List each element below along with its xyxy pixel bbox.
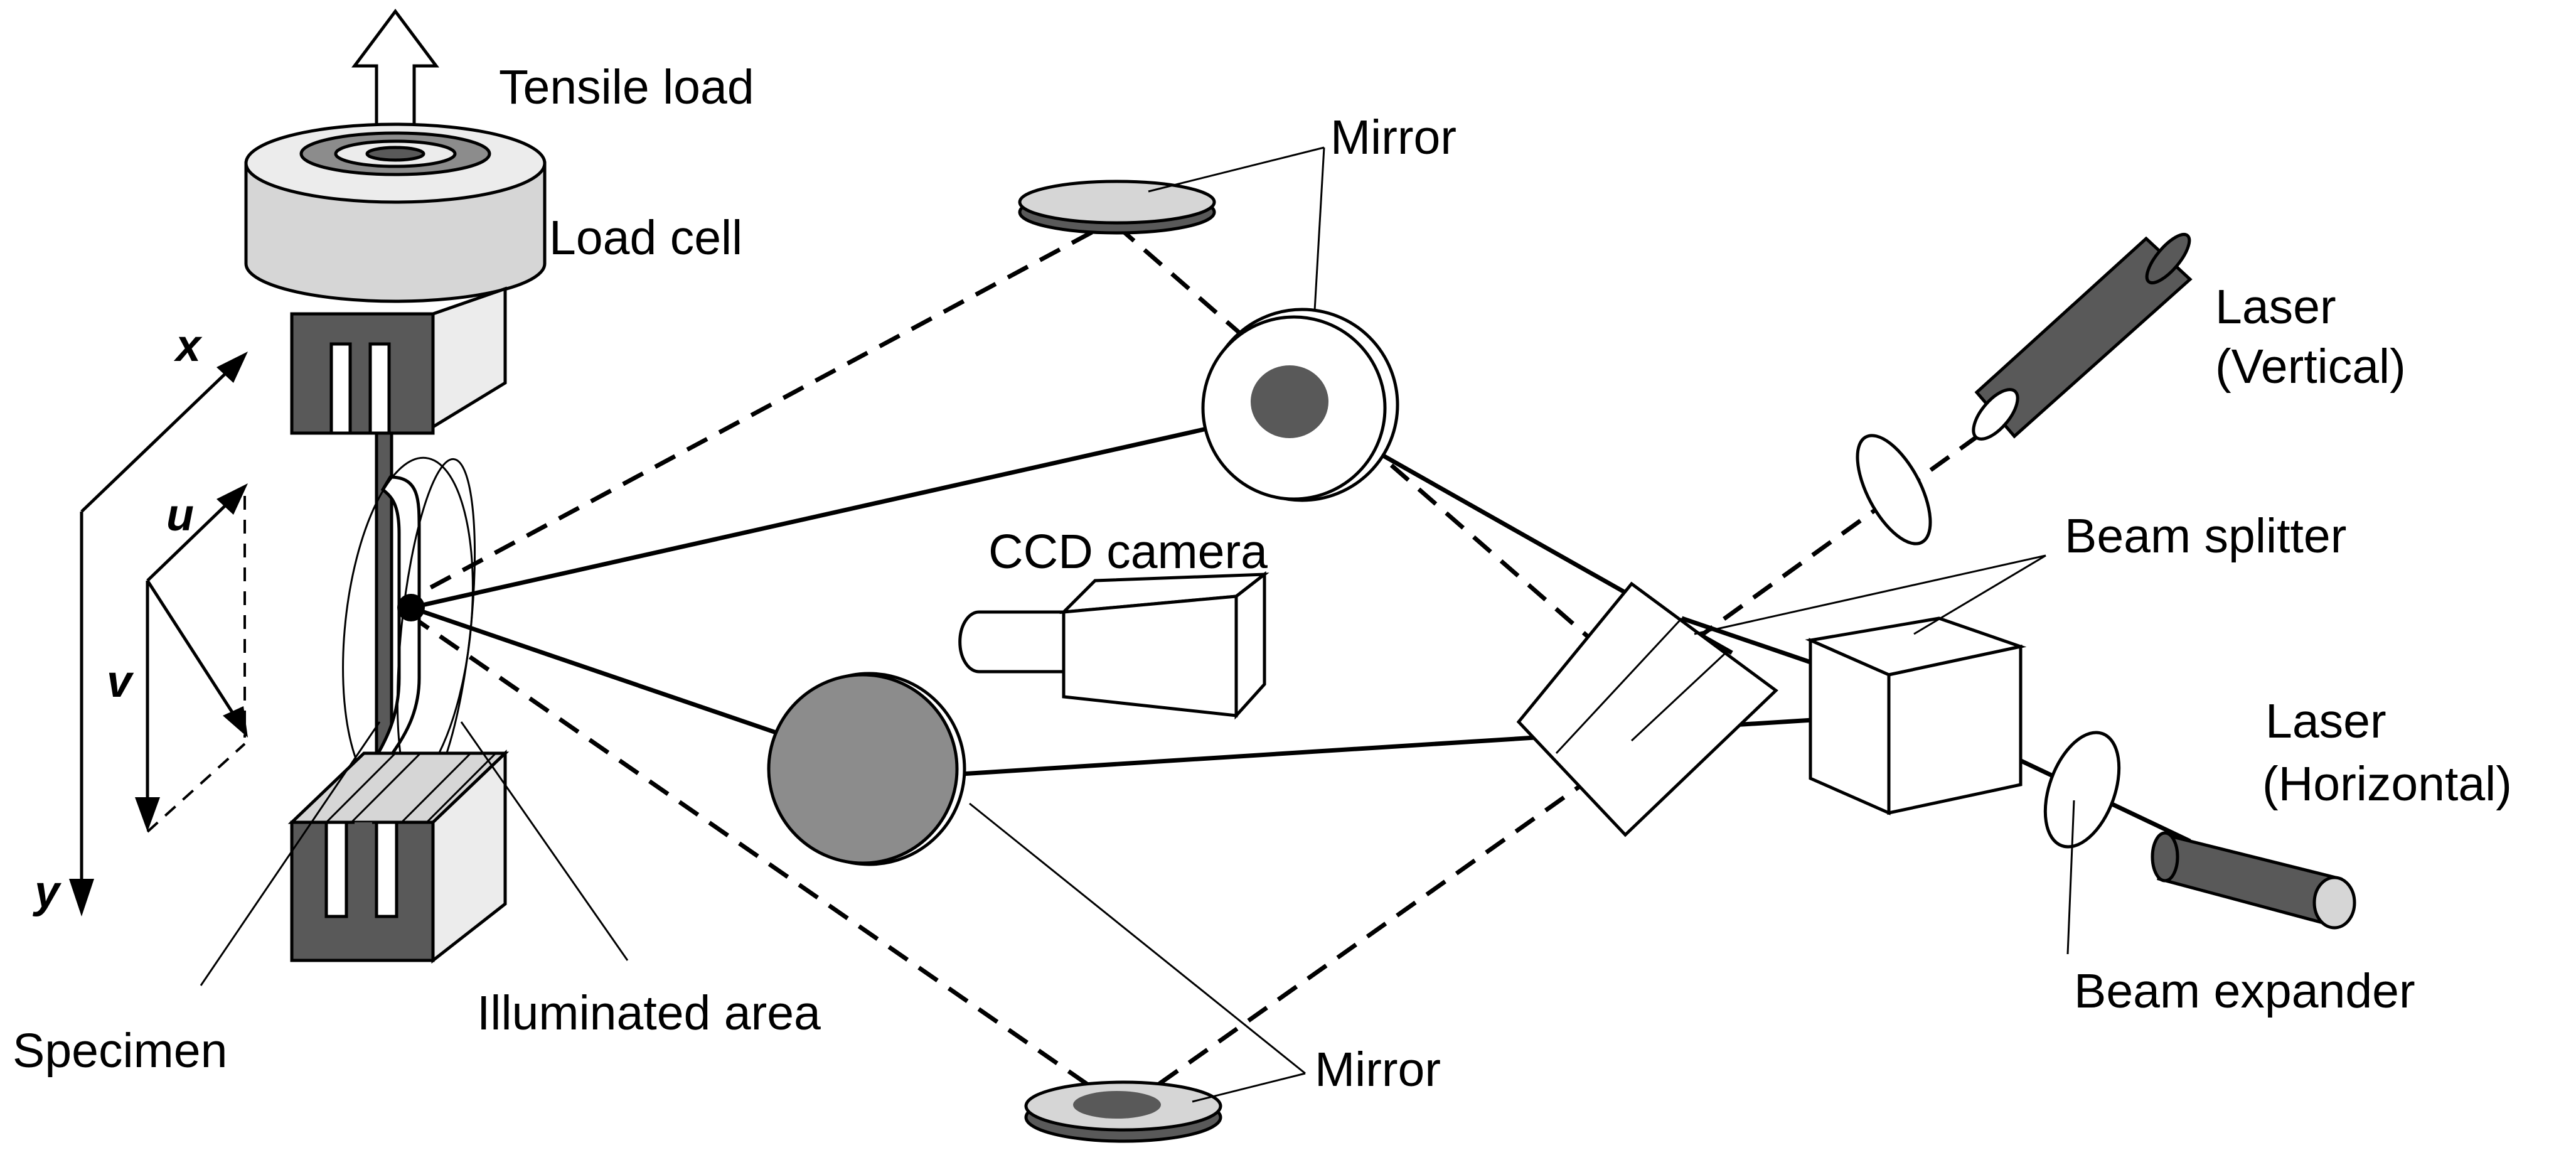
leader-beam-expander [2066, 800, 2075, 955]
label-tensile-load: Tensile load [499, 60, 754, 114]
load-cell-rod [365, 146, 425, 162]
ccd-camera-lens [958, 610, 1078, 674]
v-axis-arrowhead [135, 797, 160, 832]
laser-horizontal-cap [2312, 876, 2356, 930]
dashed-beam-vertical-laser [1692, 412, 2010, 642]
label-beam-expander: Beam expander [2074, 964, 2415, 1018]
vertical-lens [1856, 434, 1932, 545]
axis-label-v: v [107, 657, 134, 707]
lower-grip-groove-2 [350, 752, 422, 824]
beam-upper-mirror-to-specimen [410, 406, 1300, 610]
bottom-mirror-spot [1073, 1091, 1161, 1119]
label-specimen: Specimen [13, 1024, 227, 1078]
lasers [1856, 232, 2356, 930]
upper-grip-side [431, 286, 507, 430]
mirrors [767, 180, 1399, 1143]
load-frame [244, 8, 547, 964]
leader-mirror-bottom-1 [969, 802, 1306, 1075]
leader-beam-splitter-1 [1694, 554, 2046, 635]
prism-divider-2 [1630, 652, 1727, 742]
upper-grip-slot-left [329, 342, 352, 435]
text-labels: Tensile load Load cell Mirror Laser (Ver… [13, 60, 2512, 1097]
lower-grip-slot-right [375, 820, 398, 918]
ccd-camera-side [1234, 571, 1266, 720]
x-axis-line [80, 363, 237, 513]
coordinate-axes [69, 352, 248, 916]
lower-grip-groove-4 [425, 752, 497, 824]
label-laser-vertical-1: Laser [2215, 280, 2336, 334]
laser-horizontal-body [2157, 832, 2343, 928]
cube-beam-splitter-side [1887, 644, 2023, 815]
lower-round-mirror [767, 673, 959, 865]
lower-grip-groove-3 [400, 752, 472, 824]
top-mirror-face [1018, 180, 1216, 225]
label-illuminated-area: Illuminated area [477, 986, 821, 1040]
label-mirror-top: Mirror [1330, 110, 1456, 164]
illumination-point [397, 594, 425, 621]
label-load-cell: Load cell [549, 211, 742, 265]
label-laser-horizontal-1: Laser [2265, 694, 2386, 748]
label-laser-horizontal-2: (Horizontal) [2262, 757, 2512, 811]
upper-grip-slot-right [368, 342, 391, 435]
beam-splitters [1516, 581, 2027, 837]
label-beam-splitter: Beam splitter [2065, 509, 2346, 563]
leader-mirror-top-2 [1313, 147, 1325, 311]
upper-round-mirror-spot [1251, 365, 1328, 438]
cube-beam-splitter-front [1809, 638, 1891, 815]
lower-grip-slot-left [324, 820, 348, 918]
label-mirror-bottom: Mirror [1315, 1043, 1441, 1097]
leader-illuminated-area [460, 721, 629, 961]
uv-guide-diagonal [146, 743, 246, 833]
prism-beam-splitter [1516, 581, 1778, 837]
label-ccd-camera: CCD camera [988, 525, 1268, 579]
dashed-beam-bottom-mirror-to-splitter [1128, 739, 1646, 1107]
axis-label-y: y [33, 867, 62, 917]
leader-lines [200, 146, 2075, 1103]
beam-prism-to-cube [1681, 616, 1821, 668]
ccd-camera-front [1062, 594, 1238, 717]
axis-label-x: x [173, 321, 203, 371]
prism-divider-1 [1555, 617, 1683, 755]
dashed-beam-bottom-mirror-to-specimen [413, 616, 1118, 1107]
laser-vertical-cap [2145, 232, 2191, 285]
leader-specimen [200, 721, 381, 986]
lower-grip-specimen [355, 822, 372, 916]
u-axis-line [146, 495, 237, 582]
laser-horizontal-back [2151, 831, 2179, 883]
ccd-camera [958, 571, 1269, 720]
lower-grip-groove-1 [325, 752, 397, 824]
x-axis-arrowhead [216, 352, 248, 383]
dashed-beam-top-mirror-to-specimen [413, 230, 1093, 599]
uv-vector-arrowhead [223, 706, 248, 738]
u-axis-arrowhead [216, 483, 248, 515]
beam-expander-lens [2043, 731, 2121, 849]
upper-grip [290, 312, 435, 435]
axis-label-u: u [166, 490, 194, 540]
leader-mirror-top-1 [1148, 146, 1325, 193]
y-axis-arrowhead [69, 879, 94, 916]
laser-vertical-end [1972, 388, 2019, 441]
label-laser-vertical-2: (Vertical) [2215, 340, 2406, 394]
leader-beam-splitter-2 [1913, 554, 2046, 635]
uv-vector-line [146, 579, 240, 723]
leader-mirror-bottom-2 [1192, 1072, 1306, 1103]
beam-lower-mirror-to-specimen [410, 605, 792, 740]
